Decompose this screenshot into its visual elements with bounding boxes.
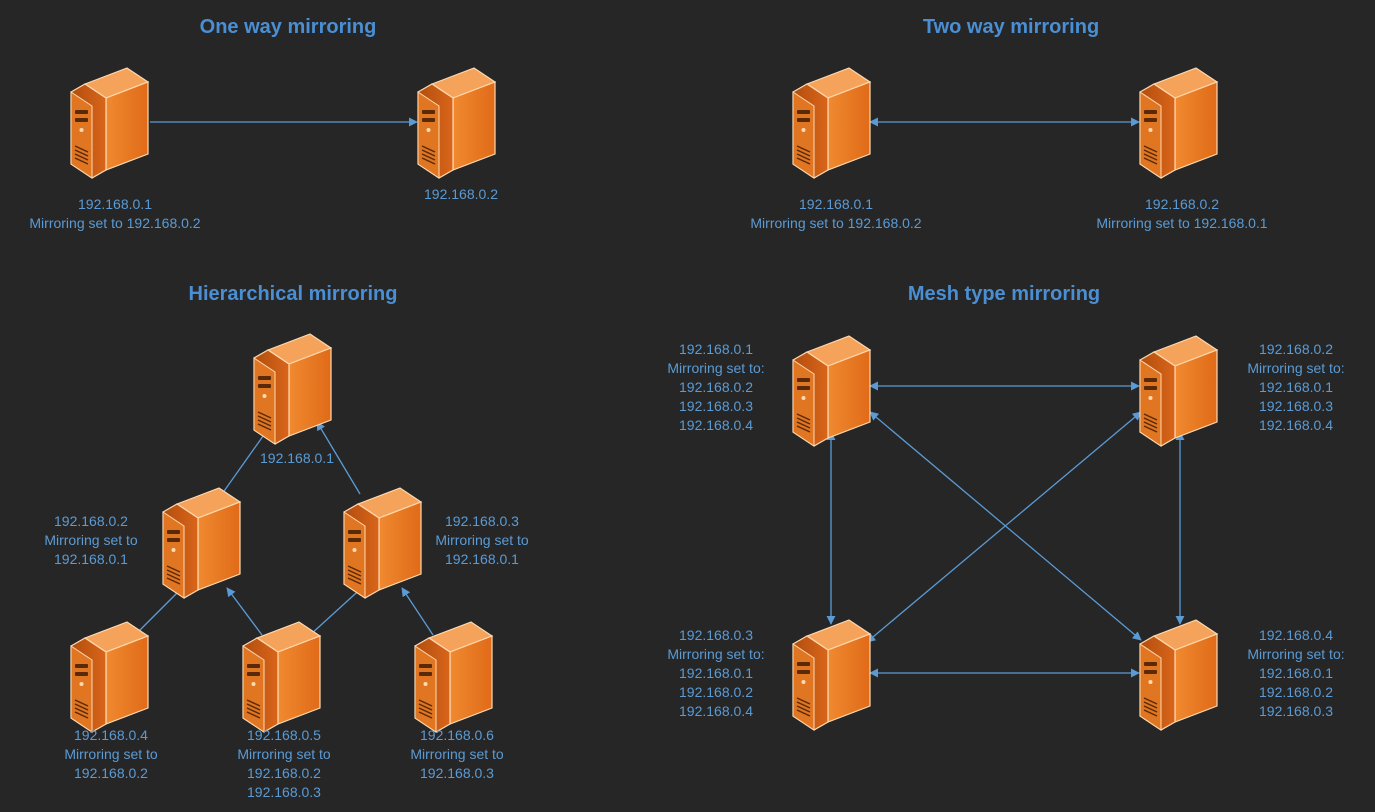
one-way-title: One way mirroring [199,16,377,38]
mesh-label-4: 192.168.0.4 Mirroring set to: 192.168.0.… [1247,627,1345,719]
mesh-server-3 [792,619,871,731]
hier-label-5: 192.168.0.5 Mirroring set to 192.168.0.2… [237,727,331,800]
one-way-label-2: 192.168.0.2 [424,186,498,202]
two-way-server-2 [1139,67,1218,179]
hier-server-3 [343,487,422,599]
hier-arrow-5-to-2 [226,587,263,636]
hier-server-5 [242,621,321,733]
hier-arrow-3-to-1 [316,421,361,495]
hier-server-1 [253,333,332,445]
mesh-server-2 [1139,335,1218,447]
two-way-label-2: 192.168.0.2 Mirroring set to 192.168.0.1 [1096,196,1268,231]
one-way-server-2 [417,67,496,179]
one-way-server-1 [70,67,149,179]
hier-server-4 [70,621,149,733]
mesh-arrow-2-3 [866,411,1142,643]
hier-label-2: 192.168.0.2 Mirroring set to 192.168.0.1 [44,513,138,567]
hierarchical-title: Hierarchical mirroring [188,283,398,305]
mesh-title: Mesh type mirroring [907,283,1101,305]
two-way-title: Two way mirroring [922,16,1100,38]
two-way-label-1: 192.168.0.1 Mirroring set to 192.168.0.2 [750,196,922,231]
mesh-server-1 [792,335,871,447]
mesh-label-1: 192.168.0.1 Mirroring set to: 192.168.0.… [667,341,765,433]
hier-label-3: 192.168.0.3 Mirroring set to 192.168.0.1 [435,513,529,567]
mesh-label-2: 192.168.0.2 Mirroring set to: 192.168.0.… [1247,341,1345,433]
hier-server-2 [162,487,241,599]
hier-arrow-6-to-3 [401,587,434,636]
one-way-label-1: 192.168.0.1 Mirroring set to 192.168.0.2 [29,196,201,231]
hier-label-4: 192.168.0.4 Mirroring set to 192.168.0.2 [64,727,158,781]
mesh-server-4 [1139,619,1218,731]
hier-server-6 [414,621,493,733]
hier-label-6: 192.168.0.6 Mirroring set to 192.168.0.3 [410,727,504,781]
hier-label-1: 192.168.0.1 [260,450,334,466]
mesh-label-3: 192.168.0.3 Mirroring set to: 192.168.0.… [667,627,765,719]
two-way-server-1 [792,67,871,179]
